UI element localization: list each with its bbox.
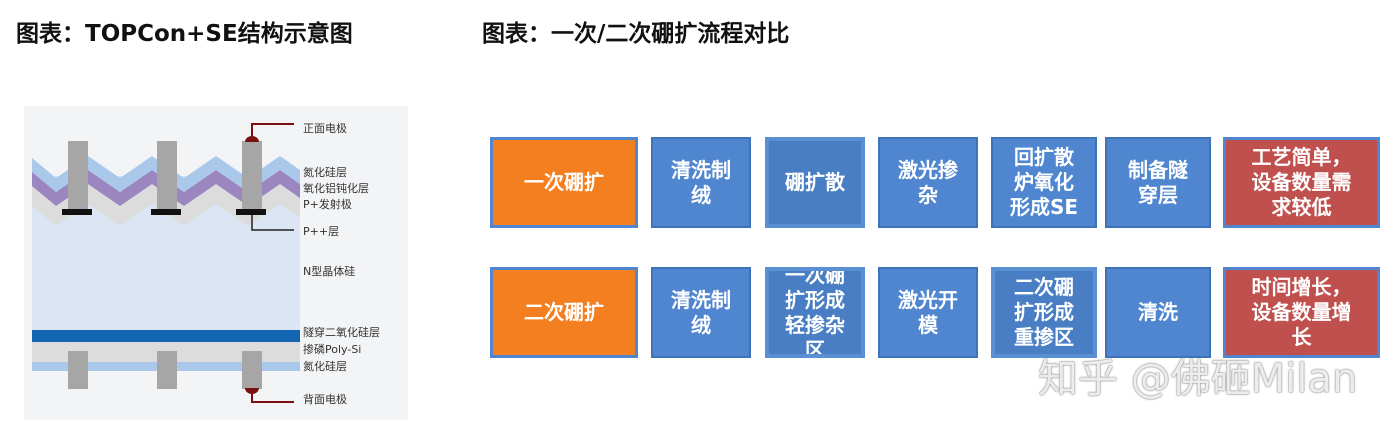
topcon-structure-diagram: 正面电极 氮化硅层 氧化铝钝化层 P+发射极 P++层 N型晶体硅 隧穿二氧化硅… [24,106,408,420]
tunnel-oxide-layer [32,330,300,342]
p-plus-plus-contacts [62,209,266,215]
row2-label: 二次硼扩 [490,267,638,358]
watermark: 知乎 @佛砸Milan [1038,356,1358,402]
label-tunnel-oxide: 隧穿二氧化硅层 [303,326,380,339]
back-electrodes [68,351,262,389]
row2-result: 时间增长，设备数量增长 [1223,267,1380,358]
row2-step: 清洗 [1105,267,1211,358]
right-figure-title: 图表：一次/二次硼扩流程对比 [482,21,790,47]
row2-step: 二次硼扩形成重掺区 [991,267,1097,358]
label-nitride-bottom: 氮化硅层 [303,360,347,373]
label-emitter: P+发射极 [303,198,352,211]
row1-label: 一次硼扩 [490,137,638,228]
row1-step: 激光掺杂 [878,137,978,228]
label-n-bulk: N型晶体硅 [303,265,356,278]
label-front-electrode: 正面电极 [303,122,347,135]
row1-result: 工艺简单，设备数量需求较低 [1223,137,1380,228]
front-electrodes [68,141,262,213]
left-figure-title: 图表：TOPCon+SE结构示意图 [16,21,353,47]
row1-step: 硼扩散 [765,137,865,228]
label-p-plus-plus: P++层 [303,225,340,238]
row1-step: 清洗制绒 [651,137,751,228]
row2-step: 一次硼扩形成轻掺杂区 [765,267,865,358]
row1-step: 制备隧穿层 [1105,137,1211,228]
label-back-electrode: 背面电极 [303,393,347,406]
row2-step: 激光开模 [878,267,978,358]
label-alumina: 氧化铝钝化层 [303,182,369,195]
label-nitride: 氮化硅层 [303,166,347,179]
lead-lines [251,123,294,403]
row1-step: 回扩散炉氧化形成SE [991,137,1097,228]
row2-step: 清洗制绒 [651,267,751,358]
label-poly-si: 掺磷Poly-Si [303,343,362,356]
